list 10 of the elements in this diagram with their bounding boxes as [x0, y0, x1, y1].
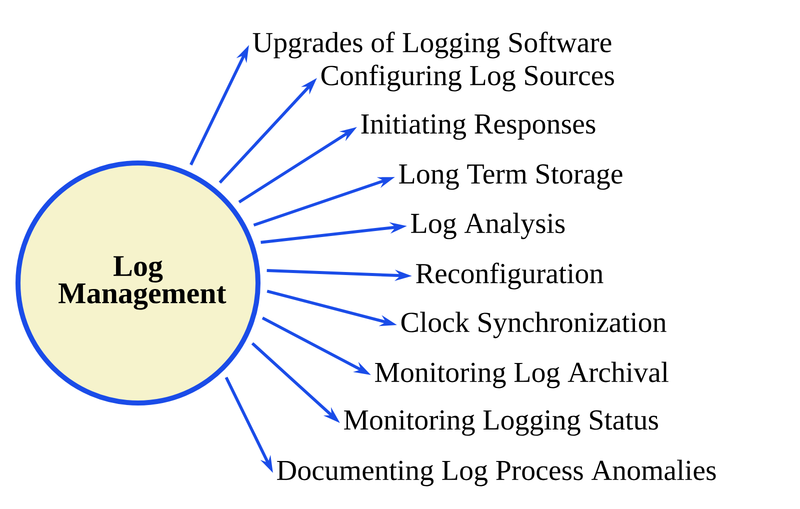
topic-label: Configuring Log Sources: [321, 64, 614, 92]
topic-label: Long Term Storage: [399, 164, 622, 190]
topic-label: Monitoring Log Archival: [375, 362, 668, 388]
topic-label: Clock Synchronization: [401, 312, 666, 338]
topic-label: Monitoring Logging Status: [344, 410, 658, 436]
topic-label: Log Analysis: [411, 212, 565, 240]
topic-label: Reconfiguration: [416, 262, 604, 290]
topic-label: Initiating Responses: [361, 114, 596, 140]
topic-label: Documenting Log Process Anomalies: [277, 460, 716, 486]
topic-label: Upgrades of Logging Software: [252, 32, 612, 58]
